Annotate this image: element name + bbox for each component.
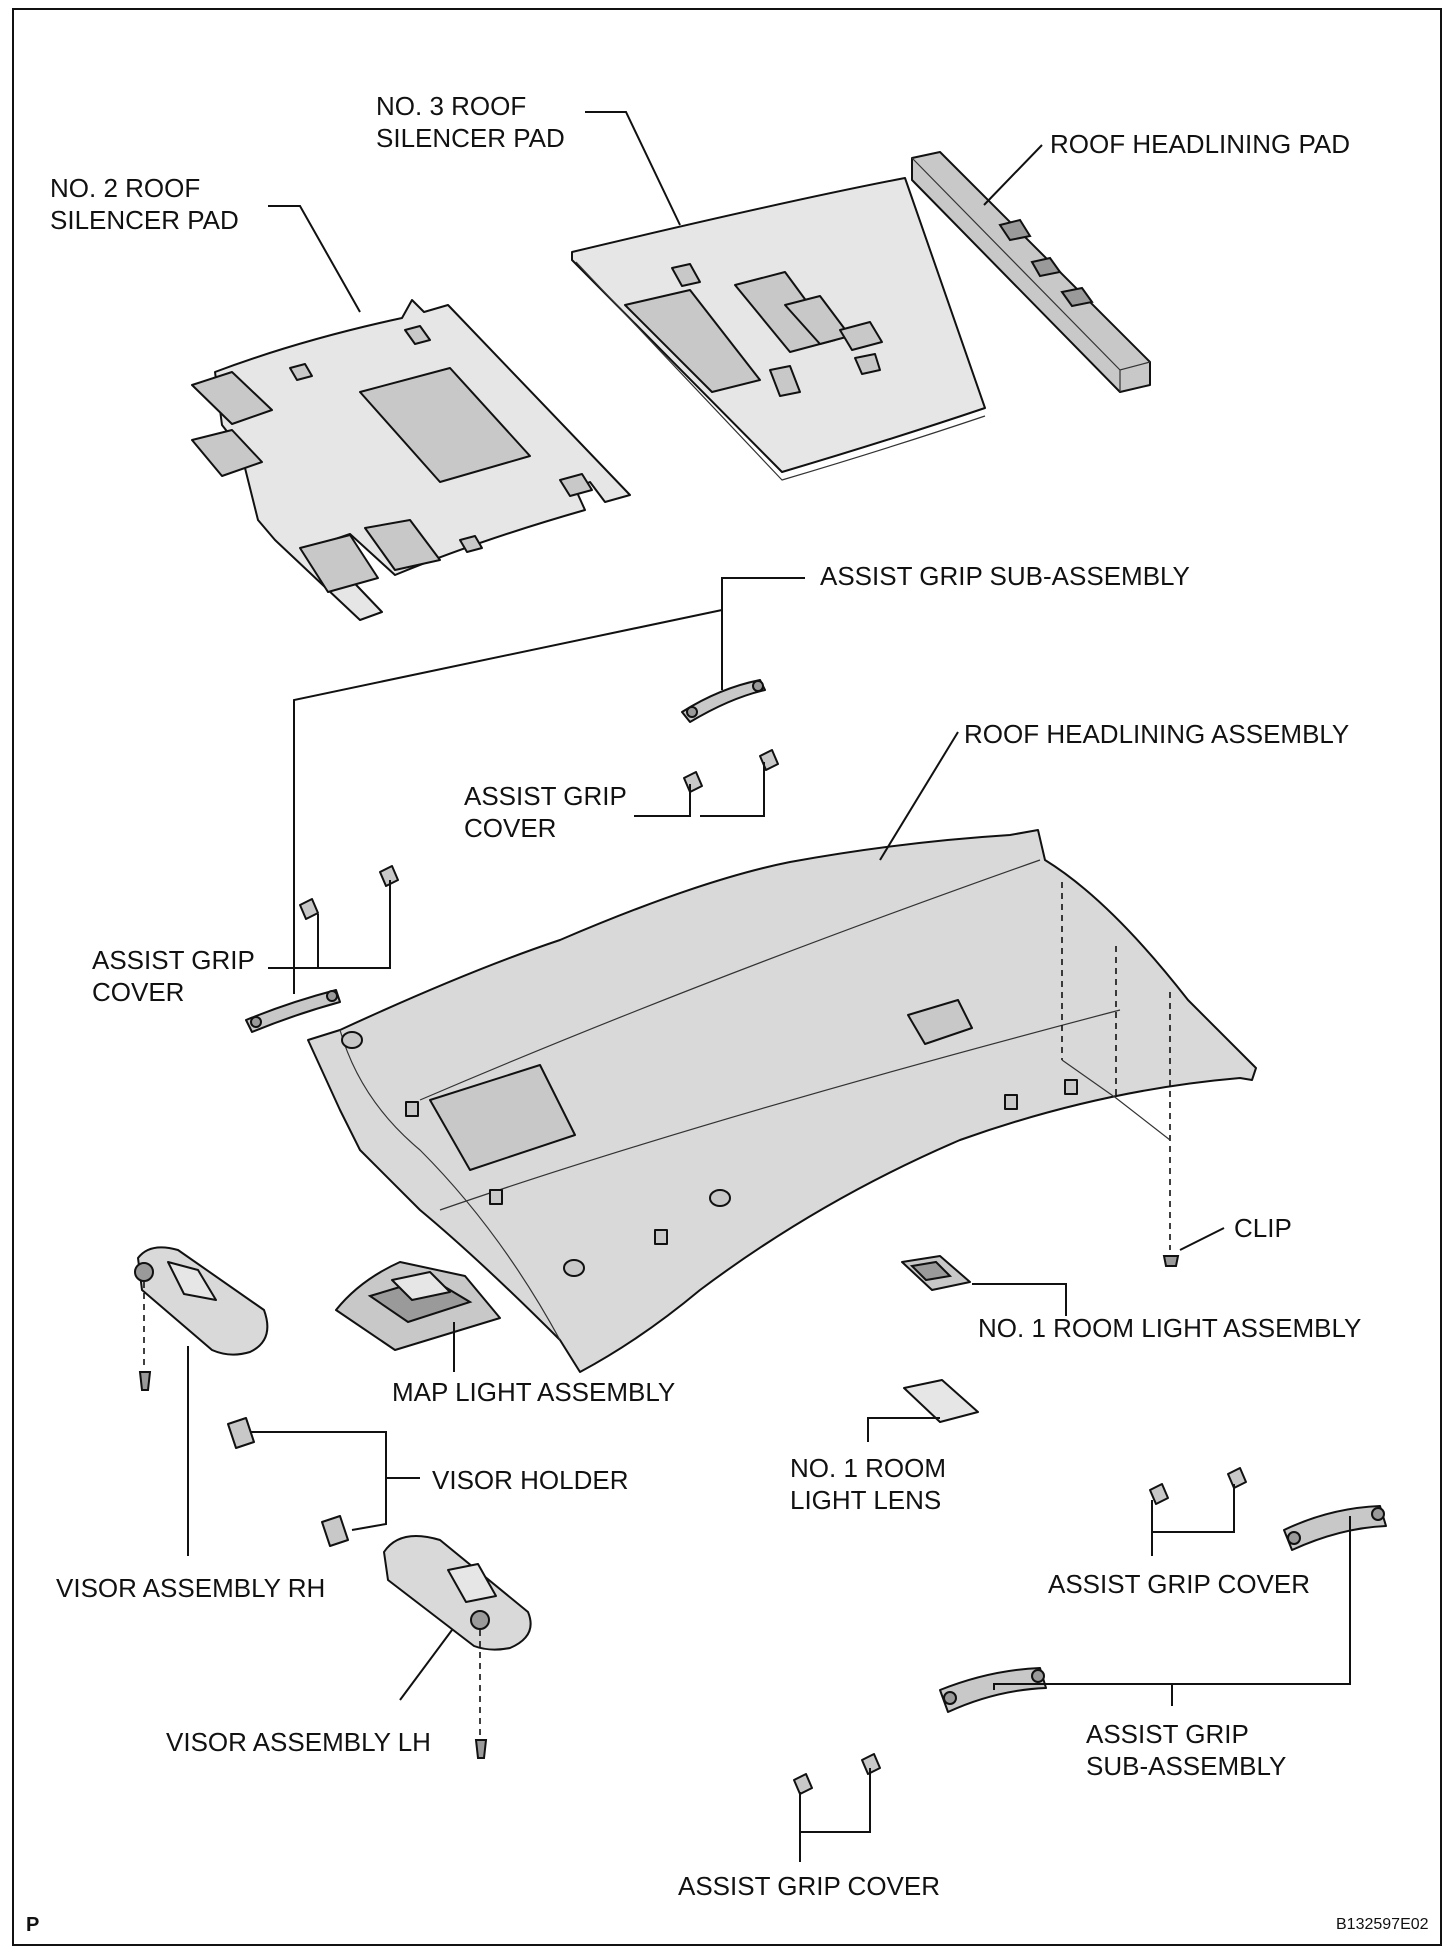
no2-roof-silencer-pad	[191, 299, 631, 621]
leader-lines	[187, 111, 1351, 1862]
label-clip: CLIP	[1234, 1213, 1292, 1243]
label-no2-roof-silencer-pad: NO. 2 ROOF SILENCER PAD	[50, 173, 239, 235]
label-assist-grip-cover-bottom: ASSIST GRIP COVER	[678, 1871, 941, 1901]
diagram-frame	[12, 8, 1442, 1946]
roof-headlining-pad	[911, 151, 1151, 393]
visor-assembly-lh	[383, 1535, 532, 1759]
label-visor-assembly-rh: VISOR ASSEMBLY RH	[56, 1573, 326, 1603]
assist-grip-covers	[299, 749, 1247, 1795]
no3-roof-silencer-pad	[571, 177, 986, 481]
assist-grip-sub-assembly-top	[245, 679, 766, 1033]
label-no3-roof-silencer-pad: NO. 3 ROOF SILENCER PAD	[376, 91, 565, 153]
no1-room-light-lens	[903, 1379, 979, 1423]
no1-room-light-assembly	[901, 1255, 971, 1291]
label-assist-grip-cover-right: ASSIST GRIP COVER	[1048, 1569, 1311, 1599]
label-roof-headlining-assembly: ROOF HEADLINING ASSEMBLY	[964, 719, 1350, 749]
map-light-assembly	[335, 1261, 501, 1351]
visor-assembly-rh	[134, 1246, 269, 1391]
label-assist-grip-sub-assembly-top: ASSIST GRIP SUB-ASSEMBLY	[820, 561, 1190, 591]
roof-headlining-assembly	[307, 829, 1257, 1373]
corner-mark-left: P	[26, 1914, 40, 1936]
label-map-light-assembly: MAP LIGHT ASSEMBLY	[392, 1377, 676, 1407]
label-assist-grip-cover-left: ASSIST GRIP COVER	[92, 945, 255, 1007]
label-roof-headlining-pad: ROOF HEADLINING PAD	[1050, 129, 1351, 159]
assist-grip-sub-assembly-bottom	[939, 1505, 1387, 1713]
label-visor-assembly-lh: VISOR ASSEMBLY LH	[166, 1727, 431, 1757]
figure-code: B132597E02	[1336, 1916, 1429, 1933]
label-assist-grip-sub-assembly-bottom: ASSIST GRIP SUB-ASSEMBLY	[1086, 1719, 1287, 1781]
clip	[1061, 882, 1180, 1267]
visor-holders	[227, 1417, 349, 1547]
label-assist-grip-cover-mid: ASSIST GRIP COVER	[464, 781, 627, 843]
label-no1-room-light-assembly: NO. 1 ROOM LIGHT ASSEMBLY	[978, 1313, 1362, 1343]
label-visor-holder: VISOR HOLDER	[432, 1465, 629, 1495]
label-no1-room-light-lens: NO. 1 ROOM LIGHT LENS	[790, 1453, 947, 1515]
